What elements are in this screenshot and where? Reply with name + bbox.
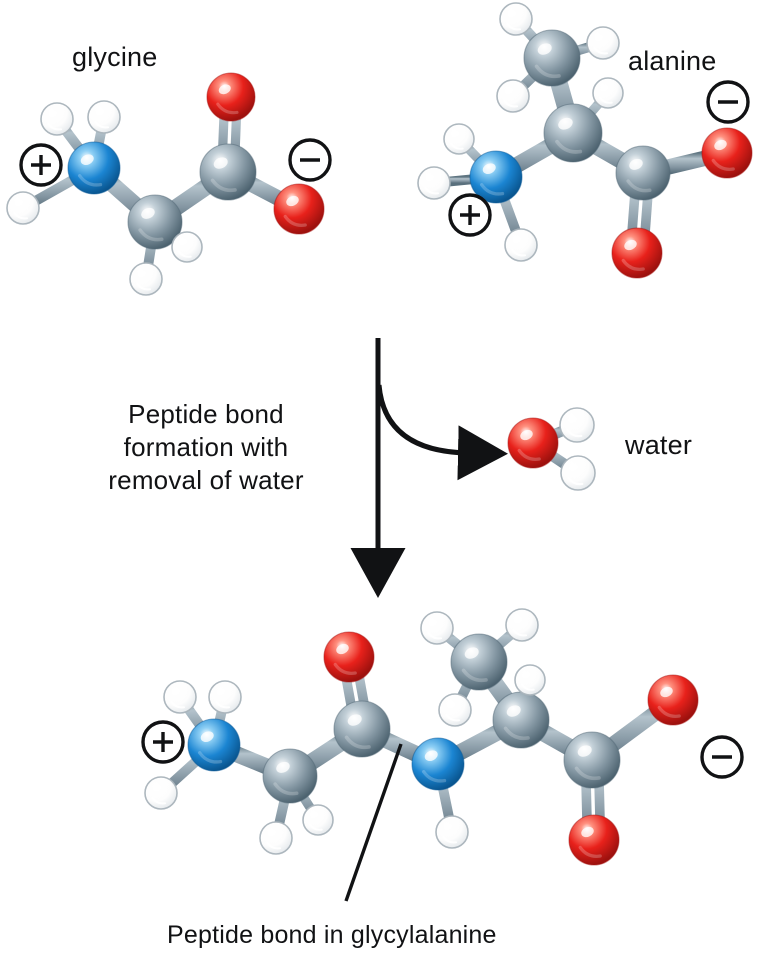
glycylalanine-atom-hydrogen — [435, 815, 469, 849]
glycylalanine-atom-oxygen — [323, 631, 375, 683]
charge-glycine-positive — [19, 143, 63, 187]
glycine-atom-nitrogen — [67, 141, 121, 195]
reaction-arrow-to-water — [376, 384, 508, 481]
charge-dipeptide-positive — [141, 720, 185, 764]
reaction-description-line-1: Peptide bond — [128, 399, 284, 429]
glycine-atom-oxygen — [273, 183, 325, 235]
glycylalanine-atom-nitrogen — [411, 737, 465, 791]
alanine-atom-hydrogen — [504, 228, 538, 262]
glycine-atom-hydrogen — [6, 191, 40, 225]
glycine-atom-oxygen — [206, 72, 256, 122]
glycine-atom-hydrogen — [40, 102, 74, 136]
glycine-atom-hydrogen — [171, 231, 203, 263]
water-atom-oxygen — [507, 417, 559, 469]
water-atoms — [507, 407, 596, 491]
glycylalanine-atom-nitrogen — [187, 718, 241, 772]
glycylalanine-atom-hydrogen — [163, 680, 197, 714]
alanine-atom-hydrogen — [499, 2, 533, 36]
glycylalanine-atom-hydrogen — [514, 664, 546, 696]
glycine-atoms — [6, 72, 325, 296]
glycylalanine-atom-hydrogen — [505, 608, 539, 642]
molecule-water — [507, 407, 596, 491]
glycylalanine-atom-carbon — [563, 731, 621, 789]
reaction-description: Peptide bond formation with removal of w… — [96, 398, 316, 497]
alanine-atom-oxygen — [701, 127, 753, 179]
glycylalanine-atom-hydrogen — [144, 776, 178, 810]
glycylalanine-atom-hydrogen — [438, 693, 472, 727]
molecule-glycine — [6, 72, 325, 296]
glycylalanine-atom-hydrogen — [259, 821, 293, 855]
water-atom-hydrogen — [559, 407, 595, 443]
glycylalanine-atom-hydrogen — [302, 804, 334, 836]
reaction-description-line-2: formation with — [123, 432, 289, 462]
glycine-atom-carbon — [127, 194, 183, 250]
alanine-atom-carbon — [615, 145, 671, 201]
glycine-atom-carbon — [199, 143, 257, 201]
glycine-atom-hydrogen — [87, 100, 121, 134]
glycylalanine-atom-oxygen — [647, 674, 699, 726]
charge-dipeptide-negative — [700, 735, 744, 779]
water-atom-hydrogen — [560, 455, 596, 491]
reaction-description-line-3: removal of water — [108, 465, 304, 495]
alanine-atom-hydrogen — [443, 123, 475, 155]
alanine-atom-hydrogen — [417, 166, 451, 200]
alanine-atom-hydrogen — [586, 26, 620, 60]
glycylalanine-atom-hydrogen — [420, 611, 454, 645]
alanine-atoms — [417, 2, 753, 279]
caption-peptide-bond: Peptide bond in glycylalanine — [167, 921, 497, 949]
label-glycine: glycine — [72, 42, 158, 72]
label-water: water — [625, 430, 693, 460]
glycylalanine-atom-carbon — [492, 691, 550, 749]
glycylalanine-atom-hydrogen — [208, 680, 242, 714]
glycylalanine-atom-carbon — [262, 748, 318, 804]
alanine-atom-nitrogen — [469, 150, 523, 204]
molecule-alanine — [417, 2, 753, 279]
charge-alanine-negative — [706, 80, 750, 124]
charge-alanine-positive — [448, 193, 492, 237]
alanine-atom-hydrogen — [496, 79, 530, 113]
alanine-atom-oxygen — [611, 227, 663, 279]
glycylalanine-atom-carbon — [450, 633, 508, 691]
glycylalanine-atom-carbon — [333, 700, 391, 758]
alanine-atom-carbon — [523, 29, 581, 87]
alanine-atom-carbon — [543, 103, 603, 163]
glycine-atom-hydrogen — [129, 262, 163, 296]
alanine-atom-hydrogen — [592, 77, 624, 109]
peptide-bond-pointer-line — [344, 743, 403, 902]
glycylalanine-atom-oxygen — [568, 814, 620, 866]
glycylalanine-atoms — [144, 608, 699, 866]
molecule-glycylalanine — [144, 608, 699, 866]
charge-glycine-negative — [288, 138, 332, 182]
label-alanine: alanine — [628, 46, 717, 76]
